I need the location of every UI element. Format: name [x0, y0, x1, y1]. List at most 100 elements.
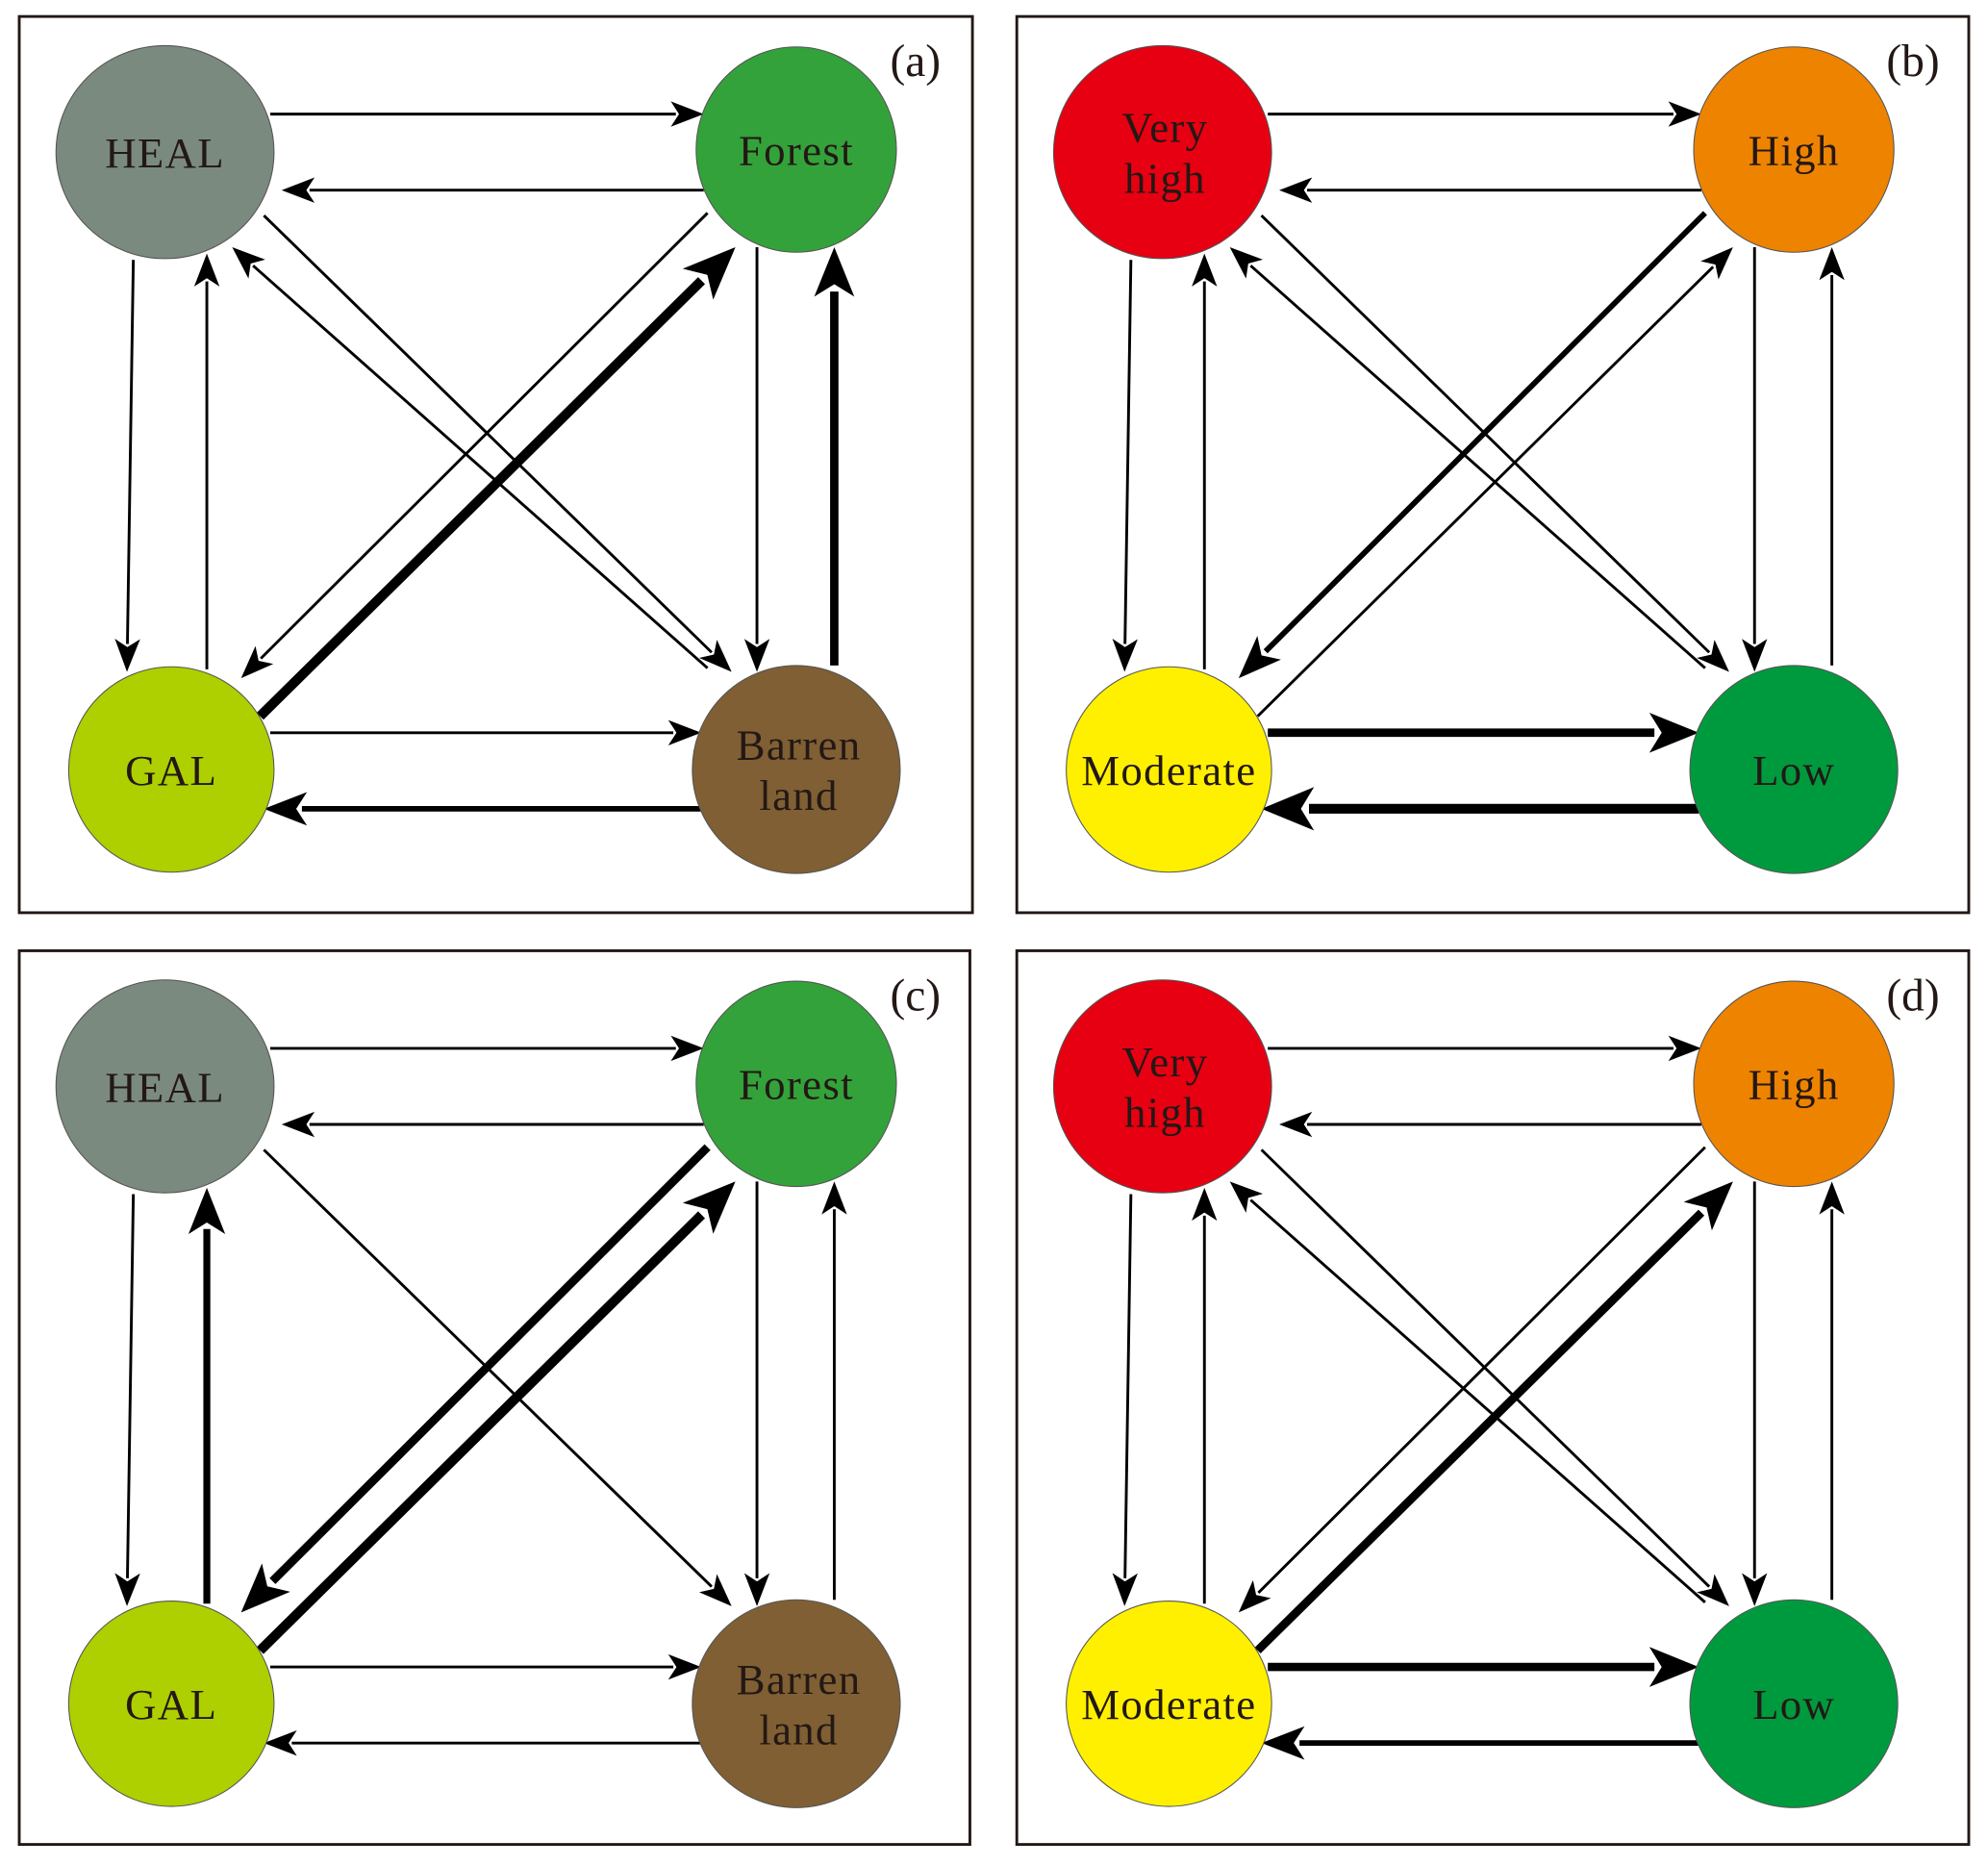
arrow-shaft — [1249, 1198, 1706, 1603]
arrowhead-icon — [1279, 177, 1313, 203]
arrow-shaft — [126, 1194, 136, 1578]
arrow-shaft — [252, 265, 709, 669]
node-label: Forest — [739, 1061, 854, 1109]
node-label: Moderate — [1081, 746, 1256, 794]
arrow-shaft — [256, 1211, 706, 1654]
arrowhead-icon — [1112, 1573, 1138, 1606]
arrow-shaft — [269, 1144, 711, 1584]
node-circle-bottom-left — [67, 666, 275, 873]
arrowhead-icon — [1648, 1647, 1699, 1687]
panel-tag: (a) — [890, 37, 941, 87]
node-label: Very — [1121, 1038, 1208, 1086]
node-circle-bottom-left — [1066, 1601, 1272, 1807]
arrowhead-icon — [114, 639, 140, 672]
arrowhead-icon — [1112, 639, 1138, 672]
panel-tag: (b) — [1886, 37, 1939, 87]
arrowhead-icon — [1238, 1579, 1271, 1613]
node-circle-top-left — [55, 979, 275, 1194]
transition-arrow-barren-land-to-heal — [232, 246, 709, 669]
node-circle-bottom-right — [692, 1599, 901, 1808]
arrowhead-icon — [1279, 1111, 1313, 1138]
arrow-shaft — [1257, 1146, 1706, 1594]
transition-arrow-high-to-low — [1742, 246, 1768, 672]
arrowhead-icon — [232, 246, 265, 279]
arrowhead-icon — [1238, 636, 1281, 679]
transition-arrow-low-to-very-high — [1229, 246, 1706, 669]
arrowhead-icon — [1192, 253, 1218, 287]
transition-arrow-moderate-to-high — [1256, 246, 1733, 718]
transition-arrow-moderate-to-high — [1254, 1181, 1733, 1654]
arrowhead-icon — [743, 1573, 770, 1606]
node-label: Low — [1752, 746, 1835, 794]
transition-arrow-very-high-to-moderate — [1112, 1194, 1138, 1606]
node-label: Very — [1121, 104, 1208, 152]
transition-arrow-moderate-to-low — [1268, 1647, 1699, 1687]
transition-arrow-high-to-moderate — [1238, 211, 1707, 679]
node-label: land — [759, 771, 838, 820]
transition-arrow-moderate-to-very-high — [1192, 253, 1218, 669]
arrowhead-icon — [114, 1573, 140, 1606]
node-high: High — [1693, 46, 1895, 253]
transition-arrow-forest-to-barren-land — [743, 246, 770, 672]
arrow-shaft — [1254, 1209, 1705, 1654]
node-circle-top-right — [695, 980, 897, 1188]
transition-arrow-moderate-to-low — [1268, 712, 1699, 753]
transition-arrow-low-to-high — [1819, 1181, 1845, 1601]
node-label: GAL — [125, 746, 217, 794]
transition-arrow-gal-to-forest — [256, 246, 736, 720]
transition-arrow-very-high-to-moderate — [1112, 260, 1138, 672]
node-circle-top-right — [1693, 980, 1895, 1188]
arrowhead-icon — [821, 1181, 847, 1215]
arrowhead-icon — [682, 1181, 736, 1234]
transition-arrow-very-high-to-high — [1268, 101, 1701, 127]
transition-arrow-gal-to-heal — [193, 253, 220, 669]
transition-arrow-heal-to-forest — [269, 1035, 704, 1062]
node-heal: HEAL — [55, 979, 275, 1194]
node-circle-bottom-right — [1689, 665, 1899, 874]
node-label: Barren — [737, 1655, 862, 1703]
node-label: GAL — [125, 1680, 217, 1728]
node-circle-top-right — [1693, 46, 1895, 253]
arrowhead-icon — [698, 1574, 732, 1606]
node-label: Moderate — [1081, 1680, 1256, 1728]
transition-arrow-forest-to-gal — [240, 1144, 711, 1613]
node-heal: HEAL — [55, 44, 275, 260]
arrowhead-icon — [1261, 787, 1315, 831]
node-circle-top-left — [1052, 44, 1272, 260]
arrow-shaft — [1123, 1194, 1133, 1578]
transition-arrow-high-to-very-high — [1279, 1111, 1701, 1138]
transition-arrow-low-to-very-high — [1229, 1181, 1706, 1603]
transition-arrow-gal-to-barren-land — [269, 1653, 702, 1680]
node-forest: Forest — [695, 980, 897, 1188]
arrowhead-icon — [1697, 1574, 1729, 1606]
node-low: Low — [1689, 1599, 1899, 1808]
arrowhead-icon — [281, 1111, 315, 1138]
node-label: Low — [1752, 1680, 1835, 1728]
arrowhead-icon — [670, 1035, 704, 1062]
node-forest: Forest — [695, 46, 897, 253]
transition-arrow-very-high-to-high — [1268, 1035, 1701, 1062]
transition-arrow-forest-to-heal — [281, 1111, 704, 1138]
arrowhead-icon — [264, 792, 308, 826]
arrowhead-icon — [667, 719, 702, 745]
arrowhead-icon — [670, 101, 704, 127]
transition-arrow-moderate-to-very-high — [1192, 1187, 1218, 1604]
transition-arrow-heal-to-forest — [269, 101, 704, 127]
arrowhead-icon — [1192, 1187, 1218, 1222]
node-label: Forest — [739, 126, 854, 174]
node-label: high — [1124, 154, 1206, 202]
transition-arrow-low-to-high — [1819, 246, 1845, 666]
arrow-shaft — [260, 212, 709, 660]
arrowhead-icon — [1683, 1181, 1733, 1231]
node-gal: GAL — [67, 1601, 275, 1807]
arrowhead-icon — [1668, 1035, 1701, 1062]
transition-arrow-high-to-low — [1742, 1181, 1768, 1606]
transition-arrow-barren-land-to-forest — [821, 1181, 847, 1601]
